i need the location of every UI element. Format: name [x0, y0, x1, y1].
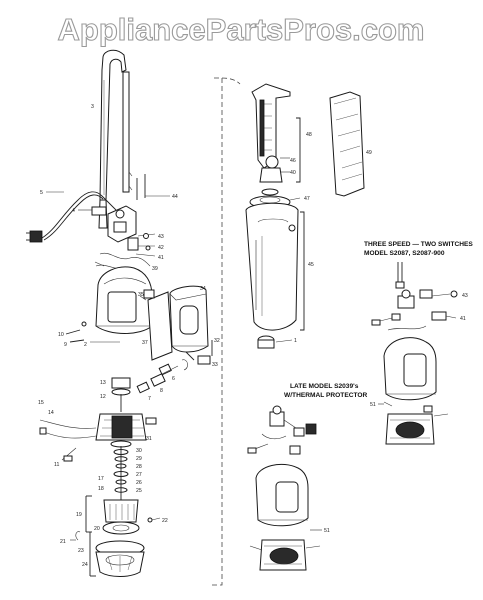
part-label: 35: [138, 292, 144, 298]
bearing-13: [111, 377, 131, 389]
part-label: 12: [100, 394, 106, 400]
part-label: 32: [214, 338, 220, 344]
part-number-labels: 3 5 44 4 43 42 41 39 35 10 9 37 2 34 32 …: [38, 104, 468, 568]
part-label: 1: [294, 338, 297, 344]
part-label: 6: [172, 376, 175, 382]
part-label: 51: [370, 402, 376, 408]
part-label: 41: [460, 316, 466, 322]
part-label: 51: [324, 528, 330, 534]
part-label: 9: [64, 342, 67, 348]
part-label: 46: [290, 158, 296, 164]
part-label: 28: [136, 464, 142, 470]
part-label: 4: [72, 208, 75, 214]
part-label: 15: [38, 400, 44, 406]
part-label: 29: [136, 456, 142, 462]
three-speed-caption-2: MODEL S2087, S2087-900: [364, 250, 445, 257]
handle-upper: [99, 49, 127, 201]
part-label: 27: [136, 472, 142, 478]
connector-bracket: [212, 77, 223, 586]
part-label: 30: [136, 448, 142, 454]
part-label: 33: [212, 362, 218, 368]
part-label: 10: [58, 332, 64, 338]
late-model-caption-1: LATE MODEL S2039's: [290, 383, 359, 390]
part-label: 39: [152, 266, 158, 272]
left-assembly: [26, 49, 213, 577]
part-label: 45: [308, 262, 314, 268]
part-label: 43: [462, 293, 468, 299]
panel-37: [147, 291, 173, 361]
part-label: 2: [84, 342, 87, 348]
watermark-text: AppliancePartsPros.com: [58, 12, 425, 47]
part-label: 5: [40, 190, 43, 196]
part-label: 18: [98, 486, 104, 492]
part-label: 7: [148, 396, 151, 402]
part-label: 47: [304, 196, 310, 202]
three-speed-caption-1: THREE SPEED — TWO SWITCHES: [364, 241, 473, 248]
tube-48: [251, 83, 291, 169]
outer-bag: [245, 202, 299, 331]
part-label: 22: [162, 518, 168, 524]
part-label: 42: [158, 245, 164, 251]
part-label: 19: [76, 512, 82, 518]
late-model-caption-2: W/THERMAL PROTECTOR: [284, 392, 368, 399]
part-label: 23: [78, 548, 84, 554]
power-cord: [41, 191, 117, 239]
tube-assembly: [245, 83, 365, 349]
part-label: 37: [142, 340, 148, 346]
three-speed-section: THREE SPEED — TWO SWITCHES MODEL S2087, …: [364, 241, 473, 445]
fan-housing: [103, 499, 139, 523]
part-label: 31: [146, 436, 152, 442]
part-label: 11: [54, 462, 59, 468]
part-label: 48: [306, 132, 312, 138]
part-label: 25: [136, 488, 142, 494]
part-label: 13: [100, 380, 106, 386]
part-label: 26: [136, 480, 142, 486]
part-label: 41: [158, 255, 164, 261]
late-model-section: LATE MODEL S2039's W/THERMAL PROTECTOR: [247, 383, 368, 571]
bag-49: [329, 91, 365, 197]
part-label: 40: [290, 170, 296, 176]
part-label: 43: [158, 234, 164, 240]
part-label: 14: [48, 410, 54, 416]
handle-tube: [122, 71, 130, 193]
part-label: 20: [94, 526, 100, 532]
part-label: 17: [98, 476, 104, 482]
impeller-20: [102, 521, 140, 535]
part-label: 3: [91, 104, 94, 110]
part-label: 24: [82, 562, 88, 568]
part-label: 21: [60, 539, 66, 545]
plug: [29, 230, 43, 243]
part-label: 44: [172, 194, 178, 200]
part-label: 49: [366, 150, 372, 156]
part-label: 34: [200, 286, 206, 292]
part-label: 8: [160, 388, 163, 394]
